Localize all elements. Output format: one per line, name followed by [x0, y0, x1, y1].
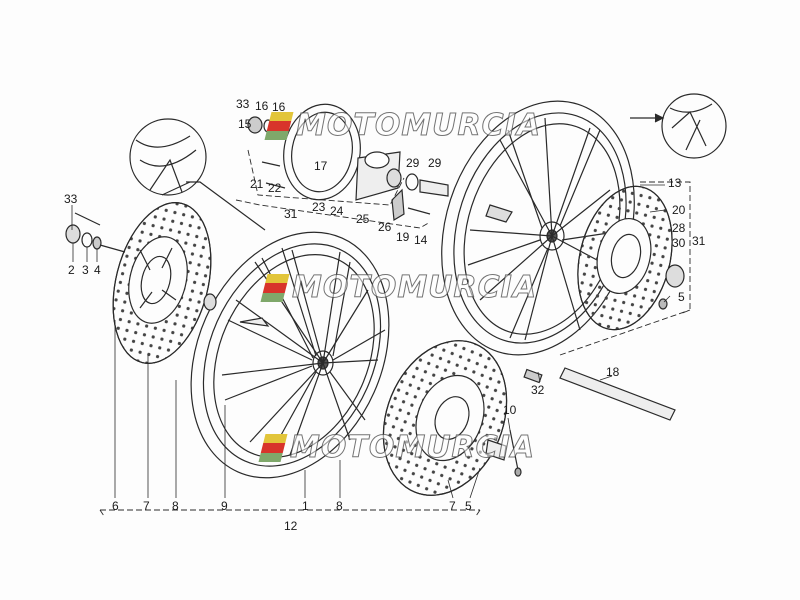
part-label-33: 33	[64, 192, 78, 206]
left-axle-parts	[65, 212, 126, 253]
part-label-7: 7	[143, 499, 150, 513]
upper-parts-group	[247, 103, 449, 222]
part-label-4: 4	[94, 263, 101, 277]
part-label-26: 26	[378, 220, 392, 234]
part-label-29: 29	[428, 156, 442, 170]
part-label-16: 16	[255, 99, 269, 113]
front-wheel	[190, 231, 390, 479]
part-label-32: 32	[531, 383, 545, 397]
left-brake-disc	[112, 202, 212, 364]
flag-stripe-red	[260, 443, 286, 453]
lower-brake-disc	[382, 340, 522, 496]
part-label-5: 5	[465, 499, 472, 513]
part-label-21: 21	[250, 177, 264, 191]
flag-stripe-green	[258, 452, 283, 462]
part-label-12: 12	[284, 519, 298, 533]
part-label-10: 10	[503, 403, 517, 417]
flag-stripe-red	[266, 121, 292, 131]
part-label-7: 7	[449, 499, 456, 513]
part-label-33: 33	[236, 97, 250, 111]
part-label-20: 20	[672, 203, 686, 217]
inset-pointer-left	[186, 181, 266, 231]
flag-stripe-yellow	[263, 434, 288, 444]
detail-inset-right	[661, 93, 727, 159]
right-brake-disc	[577, 185, 685, 331]
part-label-2: 2	[68, 263, 75, 277]
flag-stripe-green	[264, 130, 289, 140]
part-label-8: 8	[336, 499, 343, 513]
part-label-15: 15	[238, 117, 252, 131]
part-label-16: 16	[272, 100, 286, 114]
part-label-17: 17	[314, 159, 328, 173]
part-label-9: 9	[221, 499, 228, 513]
part-label-14: 14	[414, 233, 428, 247]
callout-brackets	[99, 149, 691, 517]
watermark-text: MOTOMURCIA	[295, 108, 542, 144]
part-label-28: 28	[672, 221, 686, 235]
part-label-24: 24	[330, 204, 344, 218]
flag-stripe-green	[260, 292, 285, 302]
part-label-25: 25	[356, 212, 370, 226]
flag-stripe-red	[262, 283, 288, 293]
part-label-13: 13	[668, 176, 682, 190]
watermark-text: MOTOMURCIA	[289, 430, 536, 466]
part-label-19: 19	[396, 230, 410, 244]
leader-lines	[71, 184, 671, 499]
part-label-29: 29	[406, 156, 420, 170]
part-label-23: 23	[312, 200, 326, 214]
part-label-31: 31	[284, 207, 298, 221]
part-label-5: 5	[678, 290, 685, 304]
inset-arrow-right	[654, 113, 665, 123]
watermark-text: MOTOMURCIA	[291, 270, 538, 306]
part-label-18: 18	[606, 365, 620, 379]
rear-axle	[523, 367, 676, 421]
part-label-31: 31	[692, 234, 706, 248]
part-label-22: 22	[268, 181, 282, 195]
part-label-8: 8	[172, 499, 179, 513]
part-label-30: 30	[672, 236, 686, 250]
detail-inset-left	[129, 118, 207, 196]
part-label-3: 3	[82, 263, 89, 277]
part-label-1: 1	[302, 499, 309, 513]
flag-stripe-yellow	[265, 274, 290, 284]
part-label-6: 6	[112, 499, 119, 513]
